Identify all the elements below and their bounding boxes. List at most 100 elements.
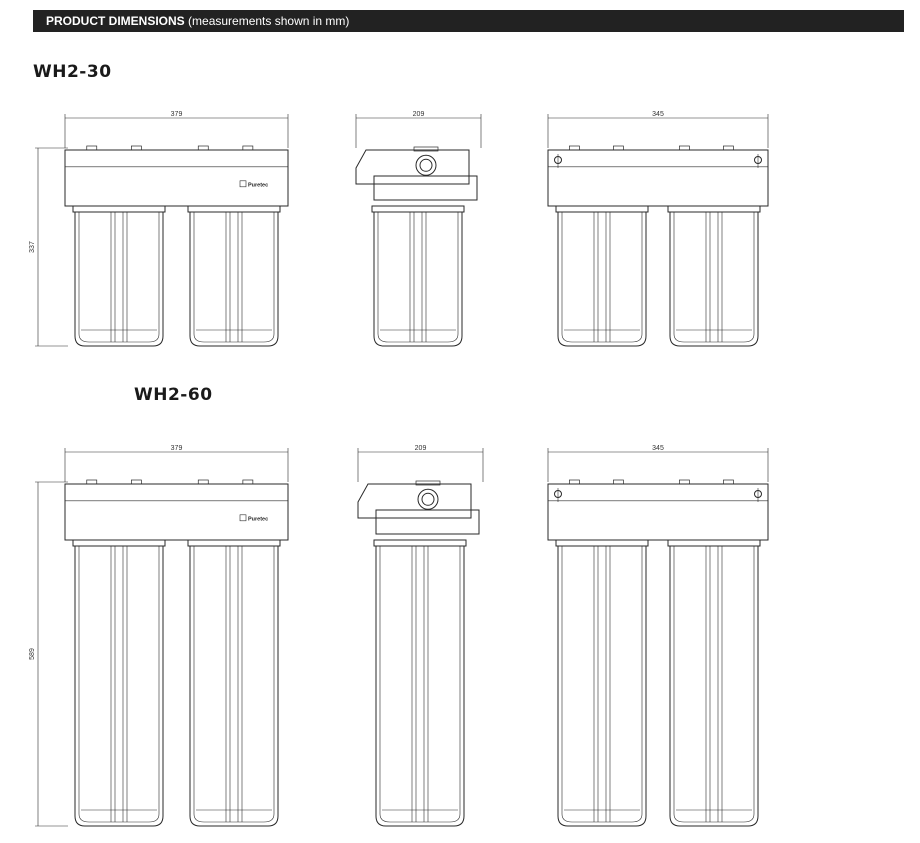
model-row-1: Puretec 379 589 209 345 xyxy=(29,445,769,827)
filter-housing-right xyxy=(187,205,281,347)
side-head xyxy=(357,480,480,535)
section-title: PRODUCT DIMENSIONS xyxy=(46,14,185,28)
bowl-collar xyxy=(373,539,467,547)
bowl-collar xyxy=(187,205,281,213)
bowl-collar xyxy=(667,539,761,547)
bolt-head xyxy=(613,479,624,485)
head-body xyxy=(547,483,769,541)
bolt-head xyxy=(569,145,580,151)
bolt-head xyxy=(242,479,254,485)
model-title-wh2-30: WH2-30 xyxy=(33,62,112,82)
bowl-inner xyxy=(561,546,643,823)
dimension-label: 379 xyxy=(171,111,183,118)
bowl-outline xyxy=(373,212,463,347)
bowl-inner xyxy=(561,212,643,343)
bowl-outline xyxy=(557,212,647,347)
filter-housing-right xyxy=(187,539,281,827)
brand-label: Puretec xyxy=(248,516,268,522)
bowl-collar xyxy=(187,539,281,547)
bolt-head xyxy=(679,479,690,485)
bowl-inner xyxy=(673,546,755,823)
filter-housing-side xyxy=(371,205,465,347)
bowl-outline xyxy=(189,546,279,827)
back-view: 345 xyxy=(547,111,769,347)
bowl-inner xyxy=(377,212,459,343)
filter-housing-right xyxy=(667,539,761,827)
bowl-outline xyxy=(669,546,759,827)
front-width-dimension: 379 xyxy=(64,445,289,482)
bolt-head xyxy=(679,145,690,151)
bowl-collar xyxy=(667,205,761,213)
section-subtitle: (measurements shown in mm) xyxy=(188,14,350,28)
dimension-label: 345 xyxy=(652,111,664,118)
side-head-body xyxy=(375,509,480,535)
filter-housing-left xyxy=(555,205,649,347)
filter-housing-side xyxy=(373,539,467,827)
section-header: PRODUCT DIMENSIONS (measurements shown i… xyxy=(33,10,904,32)
bolt-head xyxy=(723,145,734,151)
bowl-collar xyxy=(555,539,649,547)
front-height-dimension: 337 xyxy=(29,147,68,347)
side-width-dimension: 209 xyxy=(355,111,482,148)
filter-housing-right xyxy=(667,205,761,347)
model-title-wh2-60: WH2-60 xyxy=(134,385,213,405)
logo-mark xyxy=(239,180,247,188)
bowl-inner xyxy=(78,546,160,823)
side-width-dimension: 209 xyxy=(357,445,484,482)
side-bracket xyxy=(357,483,472,519)
bowl-outline xyxy=(189,212,279,347)
filter-housing-left xyxy=(72,539,166,827)
bowl-inner xyxy=(673,212,755,343)
dimension-label: 345 xyxy=(652,445,664,452)
head-body xyxy=(64,483,289,541)
bowl-outline xyxy=(74,546,164,827)
back-view: 345 xyxy=(547,445,769,827)
back-width-dimension: 345 xyxy=(547,445,769,482)
front-height-dimension: 589 xyxy=(29,481,68,827)
brand-label: Puretec xyxy=(248,182,268,188)
bowl-outline xyxy=(669,212,759,347)
bolt-head xyxy=(569,479,580,485)
back-head xyxy=(547,479,769,541)
bowl-collar xyxy=(371,205,465,213)
bowl-inner xyxy=(78,212,160,343)
back-width-dimension: 345 xyxy=(547,111,769,148)
side-head xyxy=(355,146,478,201)
dimension-label: 209 xyxy=(413,111,425,118)
bolt-head xyxy=(197,479,209,485)
bolt-head xyxy=(131,479,142,485)
bowl-collar xyxy=(72,205,166,213)
model-row-0: Puretec 379 337 209 345 xyxy=(29,111,769,347)
front-width-dimension: 379 xyxy=(64,111,289,148)
head-body xyxy=(64,149,289,207)
head-body xyxy=(547,149,769,207)
front-view: Puretec 379 589 xyxy=(29,445,289,827)
dimension-label: 379 xyxy=(171,445,183,452)
filter-housing-left xyxy=(72,205,166,347)
top-fitting xyxy=(413,146,439,152)
side-head-body xyxy=(373,175,478,201)
side-bracket xyxy=(355,149,470,185)
inlet-fitting xyxy=(417,488,439,510)
bolt-head xyxy=(613,145,624,151)
bowl-outline xyxy=(74,212,164,347)
bowl-inner xyxy=(193,212,275,343)
front-head: Puretec xyxy=(64,479,289,541)
bowl-outline xyxy=(375,546,465,827)
bolt-head xyxy=(86,145,98,151)
filter-housing-left xyxy=(555,539,649,827)
front-view: Puretec 379 337 xyxy=(29,111,289,347)
bolt-head xyxy=(242,145,254,151)
back-head xyxy=(547,145,769,207)
bolt-head xyxy=(131,145,142,151)
side-view: 209 xyxy=(357,445,484,827)
dimension-label: 337 xyxy=(29,241,36,253)
bowl-inner xyxy=(379,546,461,823)
bolt-head xyxy=(86,479,98,485)
bowl-outline xyxy=(557,546,647,827)
bowl-collar xyxy=(72,539,166,547)
logo-mark xyxy=(239,514,247,522)
inlet-fitting xyxy=(415,154,437,176)
bolt-head xyxy=(723,479,734,485)
